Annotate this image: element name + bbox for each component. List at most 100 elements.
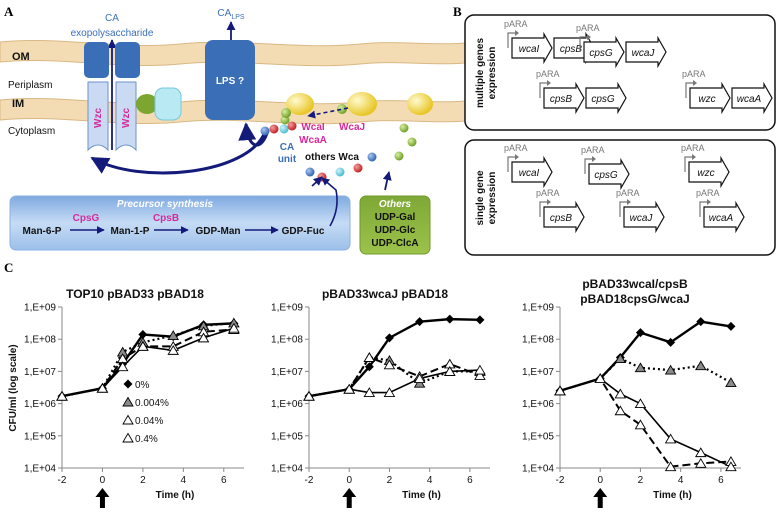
chart-2-induction-arrow (342, 488, 357, 508)
chart-3-point-0.004% (725, 377, 737, 388)
multi-construct-2-gene-cpsG-arrow-shape (583, 35, 625, 69)
chart-1-x-label: Time (h) (156, 490, 195, 501)
single-construct-3-promoter-tip (692, 154, 696, 160)
multi-construct-4-gene-wcaA-label: wcaA (737, 94, 762, 105)
chart-3-ytick-label: 1,E+07 (522, 367, 554, 378)
chart-2-x-label: Time (h) (402, 490, 441, 501)
chart-1-induction-arrow (95, 488, 110, 508)
multi-construct-4-gene-wzc-label: wzc (698, 94, 715, 105)
chart-3-point-0.4% (614, 388, 627, 399)
single-construct-3-promoter-label: pARA (681, 143, 705, 153)
single-construct-2-gene-cpsG-label: cpsG (594, 170, 618, 181)
single-construct-4-promoter-tip (547, 199, 551, 205)
chart-2-point-0% (475, 315, 485, 325)
multi-construct-1-promoter-label: pARA (504, 19, 528, 29)
legend-marker-0.4% (122, 432, 134, 443)
chart-3-induction-arrow (593, 488, 608, 508)
single-construct-4-promoter-symbol (539, 201, 548, 217)
ca-unit-label-2: unit (278, 154, 297, 165)
single-construct-2-gene-cpsG-arrow-shape (588, 157, 630, 191)
chart-3-point-0.004% (694, 360, 707, 371)
chart-1-point-0.4% (116, 361, 129, 372)
multi-construct-4-promoter-tip (693, 80, 697, 86)
chart-3-point-0.4% (634, 398, 647, 409)
chart-2-ytick-label: 1,E+04 (271, 464, 303, 475)
chart-2-point-0% (364, 362, 374, 372)
single-construct-4-gene-cpsB-label: cpsB (550, 213, 573, 224)
single-construct-5-promoter-tip (627, 199, 631, 205)
wzc-right (115, 81, 137, 152)
precursor-gdpman: GDP-Man (196, 226, 241, 237)
chart-2-series-0%-line (308, 317, 480, 398)
wzc-label-left: Wzc (93, 108, 104, 128)
chart-3-x-label: Time (h) (653, 490, 692, 501)
chart-2-point-0% (415, 317, 425, 327)
multi-construct-1-gene-wcaI-arrow-shape (511, 31, 553, 65)
ca-unit-ball-cyan (279, 124, 289, 134)
sugar-green-2 (337, 104, 347, 114)
im-label: IM (12, 98, 24, 110)
multi-construct-3-gene-cpsB-label: cpsB (550, 94, 573, 105)
ca-exo-label-1: CA (105, 13, 119, 24)
chart-3-xtick-label: 0 (597, 475, 603, 486)
chart-1-xtick-label: 2 (140, 475, 146, 486)
y-axis-label: CFU/ml (log scale) (8, 344, 19, 431)
sugar-cyan-1 (335, 167, 345, 177)
chart-1-ytick-label: 1,E+04 (24, 464, 56, 475)
multi-construct-3-promoter-label: pARA (536, 69, 560, 79)
sugar-red-1 (353, 163, 363, 173)
chart-3-ytick-label: 1,E+09 (522, 303, 554, 314)
chart-1-ytick-label: 1,E+05 (24, 431, 56, 442)
others-title: Others (379, 199, 412, 210)
multi-construct-3-promoter-tip (547, 80, 551, 86)
chart-1-point-0.4% (56, 390, 68, 401)
chart3-title-line2: pBAD18cpsG/wcaJ (580, 292, 689, 306)
single-construct-3-gene-wzc-label: wzc (697, 168, 714, 179)
sugar-green-4 (407, 137, 417, 147)
wza-right (115, 42, 140, 78)
chart-3-point-0.004% (634, 362, 647, 373)
chart2-title: pBAD33wcaJ pBAD18 (322, 287, 448, 301)
legend-marker-0% (123, 379, 133, 389)
others-to-sugars-arrow (382, 171, 392, 191)
multi-construct-3-gene-cpsG-label: cpsG (591, 94, 615, 105)
chart-3-point-0% (696, 317, 706, 327)
single-label-2: expression (487, 172, 498, 225)
chart-1-xtick-label: 6 (221, 475, 227, 486)
chart-2-point-0% (445, 314, 455, 324)
wcaj-enzyme (347, 92, 377, 116)
single-construct-5-gene-wcaJ-label: wcaJ (630, 213, 654, 224)
chart-2-point-0.4% (363, 387, 376, 398)
single-construct-6-gene-wcaA-label: wcaA (709, 213, 734, 224)
chart-2-xtick-label: 6 (467, 475, 473, 486)
single-construct-3-gene-wzc-arrow-shape (688, 155, 730, 189)
ca-unit-label-1: CA (280, 142, 294, 153)
om-label: OM (12, 51, 30, 63)
chart3-title-line1: pBAD33wcaI/cpsB (582, 277, 688, 291)
multiple-label-2: expression (487, 47, 498, 100)
chart-3-point-0.04% (634, 419, 647, 430)
single-construct-5-promoter-label: pARA (616, 188, 640, 198)
wzx-protein (136, 94, 158, 114)
others-item-udpglc: UDP-Glc (375, 225, 416, 236)
chart-3-point-0.004% (614, 353, 627, 364)
chart-1-point-0.004% (167, 330, 180, 340)
chart-2-xtick-label: -2 (305, 475, 314, 486)
single-label-1: single gene (475, 170, 486, 225)
multi-construct-4-gene-wzc-arrow-shape (689, 81, 731, 115)
chart-3-point-0% (666, 337, 676, 347)
chart-1-point-0.4% (228, 322, 240, 333)
single-construct-5-gene-wcaJ-arrow-shape (623, 200, 665, 234)
single-construct-4-gene-cpsB-arrow-shape (543, 200, 585, 234)
chart-2-point-0.04% (474, 370, 486, 380)
chart-2-point-0.4% (443, 366, 456, 376)
chart-3-ytick-label: 1,E+04 (522, 464, 554, 475)
panel-b-label: B (453, 4, 462, 19)
chart-3-ytick-label: 1,E+06 (522, 399, 554, 410)
chart-3-ytick-label: 1,E+05 (522, 431, 554, 442)
chart-2-ytick-label: 1,E+09 (271, 303, 303, 314)
chart-2-xtick-label: 2 (387, 475, 393, 486)
